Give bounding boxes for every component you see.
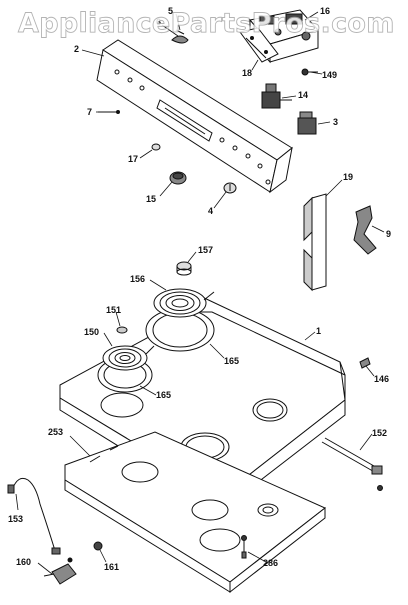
callout-165-lower: 165 [156, 390, 171, 400]
terminal-block [116, 326, 128, 334]
callout-labels: 5 6 16 2 18 149 7 14 3 17 19 15 4 9 157 … [8, 6, 391, 572]
selector-switch [297, 111, 317, 135]
callout-160: 160 [16, 557, 31, 567]
wire-harness [7, 477, 61, 555]
callout-253: 253 [48, 427, 63, 437]
callout-161: 161 [104, 562, 119, 572]
callout-286: 286 [263, 558, 278, 568]
terminal-block-assembly [43, 557, 77, 585]
strain-relief [93, 541, 103, 551]
end-cap-bracket [303, 193, 327, 292]
large-surface-element [145, 288, 215, 352]
watermark-logo: AppliancePartsPros.com [18, 8, 395, 40]
callout-150: 150 [84, 327, 99, 337]
screw-part [301, 68, 318, 76]
callout-146: 146 [374, 374, 389, 384]
indicator-light [151, 143, 161, 151]
callout-19: 19 [343, 172, 353, 182]
callout-149: 149 [322, 70, 337, 80]
callout-1: 1 [316, 326, 321, 336]
lift-rod [321, 437, 383, 491]
callout-153: 153 [8, 514, 23, 524]
callout-6: 6 [156, 17, 161, 27]
clock-overlay [239, 27, 279, 63]
callout-7: 7 [87, 107, 92, 117]
knob-clip [171, 29, 189, 44]
callout-157: 157 [198, 245, 213, 255]
element-receptacle [176, 261, 192, 276]
callout-14: 14 [298, 90, 308, 100]
side-bracket [353, 205, 377, 255]
control-knob [169, 171, 187, 185]
burner-box [64, 431, 326, 594]
leader-lines [15, 11, 385, 575]
callout-152: 152 [372, 428, 387, 438]
callout-151: 151 [106, 305, 121, 315]
callout-5: 5 [168, 6, 173, 16]
callout-15: 15 [146, 194, 156, 204]
backguard-panel [96, 39, 293, 194]
hinge-pin [359, 357, 371, 369]
callout-17: 17 [128, 154, 138, 164]
callout-4: 4 [208, 206, 213, 216]
callout-18: 18 [242, 68, 252, 78]
callout-165-upper: 165 [224, 356, 239, 366]
infinite-switch [261, 83, 292, 109]
callout-16: 16 [320, 6, 330, 16]
burner-box-screw [241, 535, 247, 559]
selector-knob [223, 182, 237, 194]
small-surface-element [97, 345, 155, 393]
callout-3: 3 [333, 117, 338, 127]
callout-156: 156 [130, 274, 145, 284]
callout-9: 9 [386, 229, 391, 239]
callout-2: 2 [74, 44, 79, 54]
